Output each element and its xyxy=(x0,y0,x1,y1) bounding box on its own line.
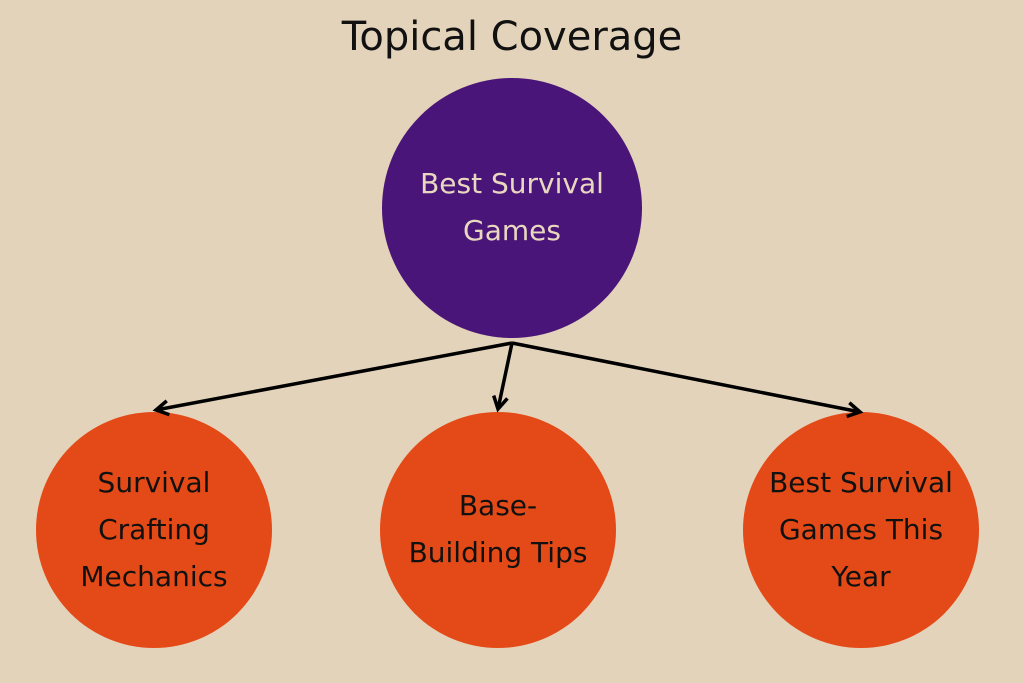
child-label-line: Best Survival xyxy=(769,466,953,499)
child-label-2: Base- Building Tips xyxy=(380,482,616,576)
child-label-1: Survival Crafting Mechanics xyxy=(36,459,272,600)
child-node-1 xyxy=(36,412,272,648)
child-label-line: Base- xyxy=(458,489,538,522)
arrow-to-child-3 xyxy=(511,341,864,419)
diagram-title: Topical Coverage xyxy=(341,14,683,60)
arrow-to-child-1 xyxy=(152,341,513,417)
child-label-line: Mechanics xyxy=(80,560,228,593)
child-label-line: Survival xyxy=(97,466,211,499)
arrow-to-child-2 xyxy=(492,342,514,413)
child-label-line: Crafting xyxy=(98,513,210,546)
child-label-line: Year xyxy=(831,560,891,593)
root-node xyxy=(382,78,642,338)
child-node-3 xyxy=(743,412,979,648)
root-label: Best Survival Games xyxy=(382,160,642,254)
root-label-line: Games xyxy=(463,214,561,247)
root-label-line: Best Survival xyxy=(420,167,604,200)
child-label-line: Building Tips xyxy=(408,536,588,569)
child-label-3: Best Survival Games This Year xyxy=(743,459,979,600)
child-label-line: Games This xyxy=(778,513,944,546)
child-node-2 xyxy=(380,412,616,648)
